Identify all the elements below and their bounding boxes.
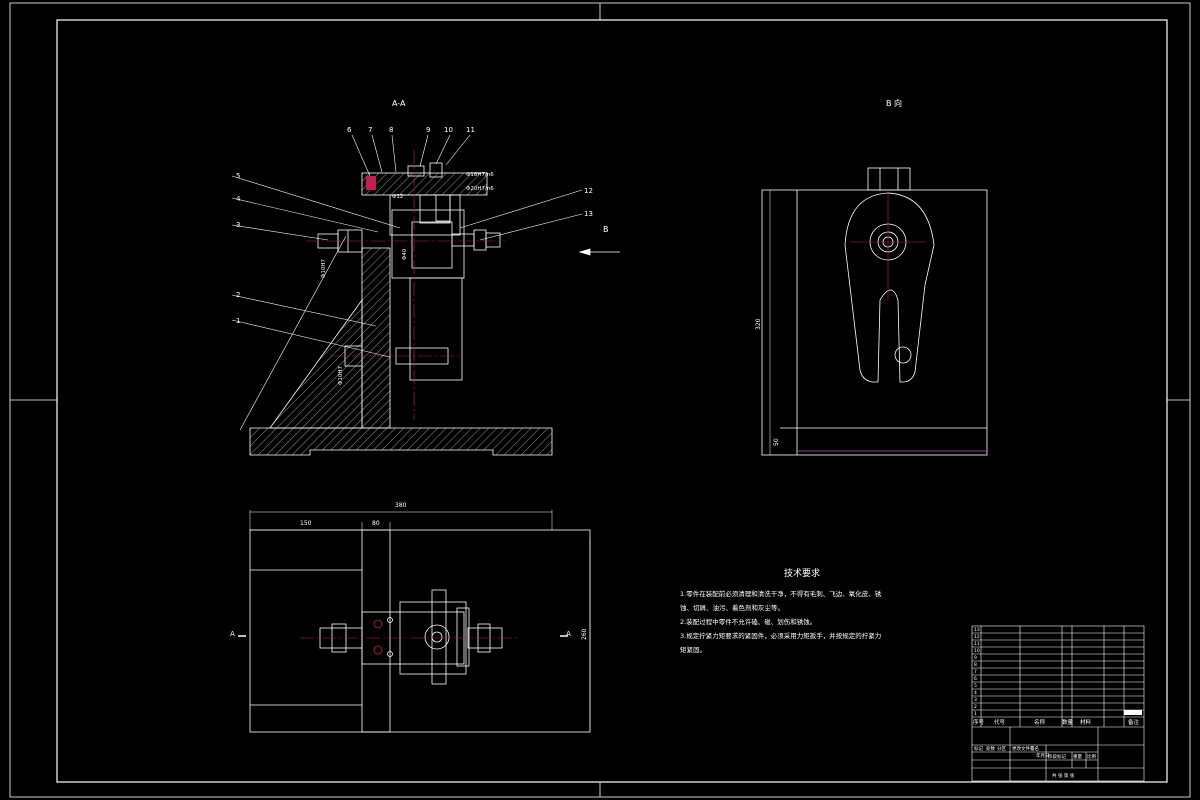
screw-head-right — [485, 232, 501, 248]
row-1: 1 — [974, 711, 977, 717]
weight-label: 重量 — [1073, 753, 1082, 760]
plan-bolt-2 — [373, 645, 383, 655]
label-date: 年月日 — [1036, 752, 1050, 759]
top-stub — [867, 167, 911, 191]
seg-b-dim: 80 — [372, 520, 380, 527]
section-title: A-A — [392, 99, 406, 108]
row-11: 11 — [974, 641, 980, 647]
drawing-frame — [9, 2, 1191, 798]
callout-2: 2 — [236, 291, 240, 299]
row-8: 8 — [974, 662, 977, 668]
tech-title: 技术要求 — [783, 569, 820, 579]
section-view-a-a: A-A — [231, 99, 620, 456]
bushing — [411, 221, 453, 269]
callout-6: 6 — [347, 126, 352, 134]
label-sign: 签名 — [1030, 745, 1039, 752]
row-7: 7 — [974, 669, 977, 675]
view-height-dim: 320 — [755, 318, 762, 330]
header-qty: 数量 — [1062, 718, 1074, 726]
lower-pin-hole — [894, 346, 912, 364]
view-title: B 向 — [886, 98, 902, 108]
parts-list-row-numbers: 13 12 11 10 9 8 7 6 5 4 3 2 1 — [974, 627, 980, 717]
plan-column — [361, 529, 391, 733]
plan-bolt-1 — [373, 619, 383, 629]
section-mark-left: A — [230, 630, 235, 638]
dim-left: Φ10H7 — [321, 259, 327, 278]
parts-list — [972, 626, 1144, 728]
b-view: B 向 320 50 — [755, 98, 988, 456]
gusset — [269, 298, 363, 429]
overall-width-dim: 380 — [395, 502, 407, 509]
row-5: 5 — [974, 683, 977, 689]
section-dimensions: Φ16H7/n6 Φ20H7/n6 Φ12 Φ10H7 Φ10H7 Φ40 — [321, 172, 494, 385]
row-2: 2 — [974, 704, 977, 710]
leader-lines — [231, 134, 583, 431]
tech-line-2: 蚀、切屑、油污、着色剂和灰尘等。 — [680, 604, 784, 612]
header-name: 名称 — [1034, 718, 1046, 726]
label-zone: 分区 — [997, 745, 1006, 752]
callout-4: 4 — [236, 195, 241, 203]
callout-13: 13 — [584, 210, 593, 218]
row-12: 12 — [974, 634, 980, 640]
label-mark: 标记 — [974, 745, 983, 752]
section-mark-right: A — [566, 630, 571, 638]
row-9: 9 — [974, 655, 977, 661]
stage-label: 阶段标记 — [1048, 753, 1066, 760]
fork-arm — [844, 192, 935, 383]
label-count: 处数 — [986, 745, 995, 752]
row-10: 10 — [974, 648, 980, 654]
dim-mid: Φ12 — [392, 194, 403, 200]
header-mat: 材料 — [1080, 718, 1092, 726]
row-4: 4 — [974, 690, 977, 696]
row-3: 3 — [974, 697, 977, 703]
screw-right — [451, 233, 475, 247]
dim-top1: Φ16H7/n6 — [466, 172, 494, 178]
callout-7: 7 — [368, 126, 372, 134]
plan-view: 380 150 80 260 A A — [230, 502, 591, 733]
header-no: 序号 — [973, 718, 985, 726]
dim-top2: Φ20H7/n6 — [466, 186, 494, 192]
title-block: 13 12 11 10 9 8 7 6 5 4 3 2 1 序号 代号 名称 数… — [971, 625, 1145, 782]
tech-line-3: 2.装配过程中零件不允许磕、碰、划伤和锈蚀。 — [680, 618, 817, 626]
callout-10: 10 — [444, 126, 453, 134]
callout-5: 5 — [236, 172, 240, 180]
callout-numbers: 6 7 8 9 10 11 12 13 5 4 3 2 1 — [236, 126, 593, 325]
upper-body — [389, 194, 461, 236]
row-13: 13 — [974, 627, 980, 633]
guide-sleeve — [419, 194, 451, 224]
dim-body: Φ40 — [402, 248, 408, 260]
seg-a-dim: 150 — [300, 520, 312, 527]
side-height-dim: 260 — [581, 628, 588, 640]
base-plate — [249, 427, 553, 456]
lower-body — [409, 277, 463, 381]
support-column — [361, 247, 391, 429]
callout-12: 12 — [584, 187, 593, 195]
view-arrow-label: B — [603, 225, 609, 234]
row-6: 6 — [974, 676, 977, 682]
title-block-labels: 标记 处数 分区 更改文件号 签名 年月日 阶段标记 重量 比例 共 张 第 张 — [974, 745, 1096, 779]
callout-8: 8 — [389, 126, 393, 134]
technical-requirements: 技术要求 1.零件在装配前必须清理和清洗干净，不得有毛刺、飞边、氧化皮、锈 蚀、… — [680, 566, 910, 657]
scale-label: 比例 — [1087, 753, 1096, 760]
callout-1: 1 — [236, 317, 240, 325]
tech-line-4: 3.规定拧紧力矩要求的紧固件，必须采用力矩扳手，并按规定的拧紧力 — [680, 632, 882, 640]
plan-base — [249, 529, 591, 733]
tech-line-1: 1.零件在装配前必须清理和清洗干净，不得有毛刺、飞边、氧化皮、锈 — [680, 590, 882, 598]
view-base-dim: 50 — [773, 438, 780, 446]
parts-list-header: 序号 代号 名称 数量 材料 备注 — [973, 718, 1140, 726]
sheet-label: 共 张 第 张 — [1052, 772, 1075, 779]
plan-eccentric — [424, 624, 450, 650]
label-change: 更改文件号 — [1012, 745, 1035, 752]
callout-11: 11 — [466, 126, 475, 134]
header-note: 备注 — [1128, 718, 1140, 726]
dim-bot: Φ10H7 — [338, 366, 344, 385]
header-code: 代号 — [994, 718, 1006, 726]
tech-line-5: 矩紧固。 — [680, 646, 706, 654]
callout-3: 3 — [236, 221, 240, 229]
callout-9: 9 — [426, 126, 430, 134]
